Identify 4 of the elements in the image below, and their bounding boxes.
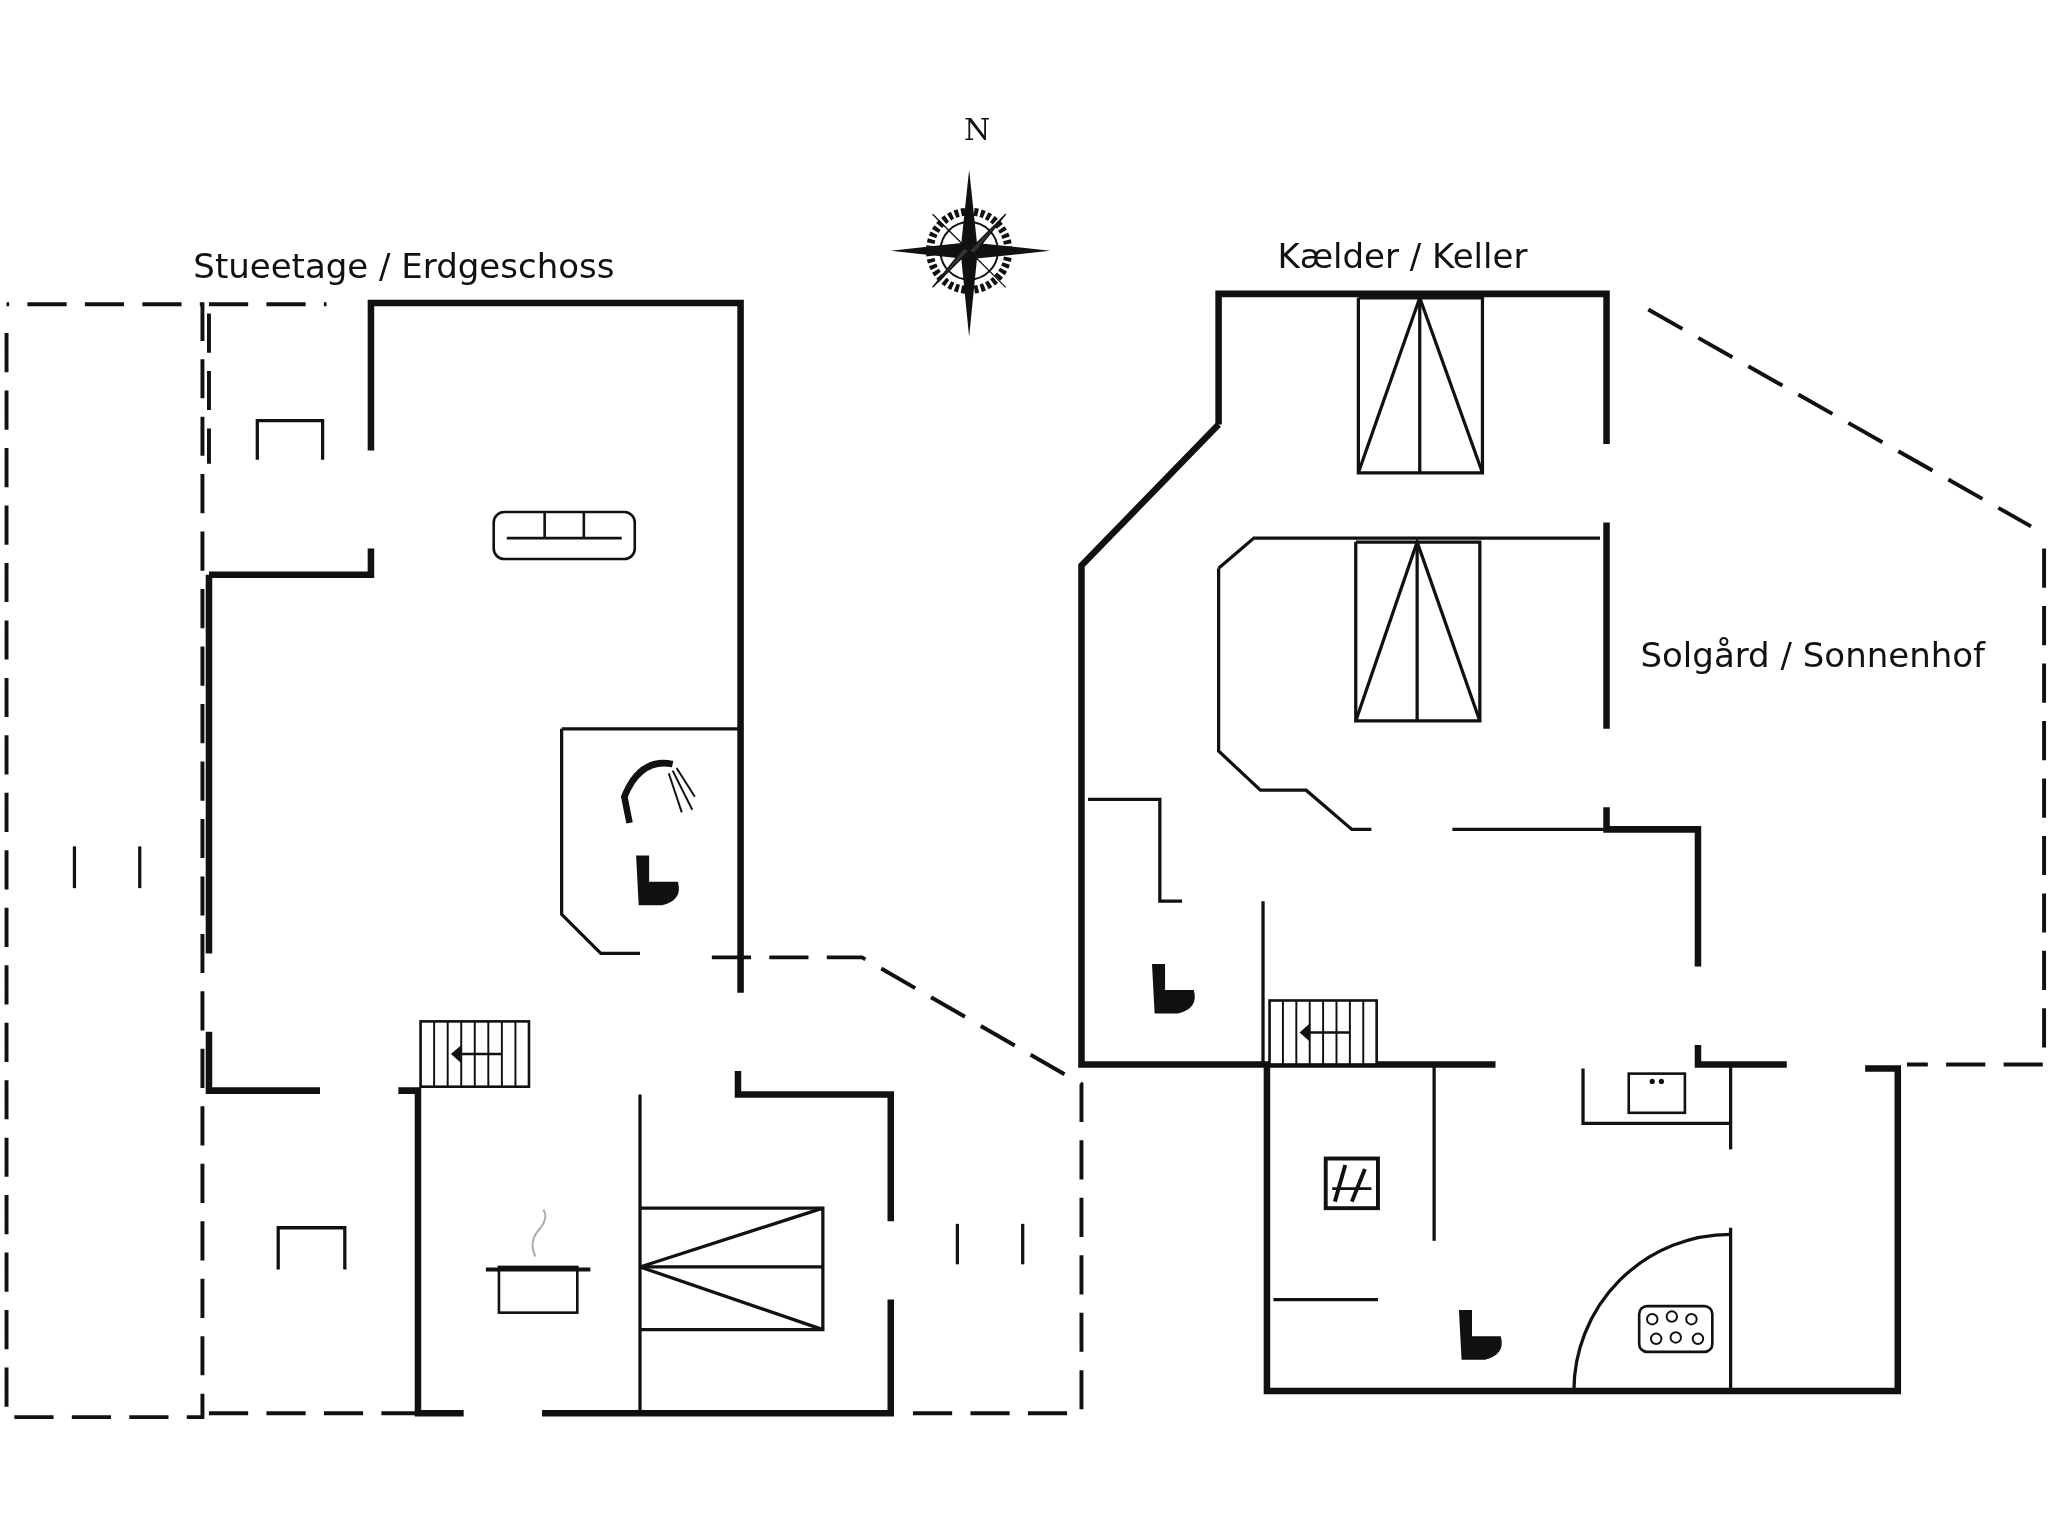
floor-title: Kælder / Keller [1277,236,1528,277]
north-label: N [963,112,991,148]
floor-title: Stueetage / Erdgeschoss [193,245,615,286]
house-name-label: Solgård / Sonnenhof [1640,634,1986,675]
